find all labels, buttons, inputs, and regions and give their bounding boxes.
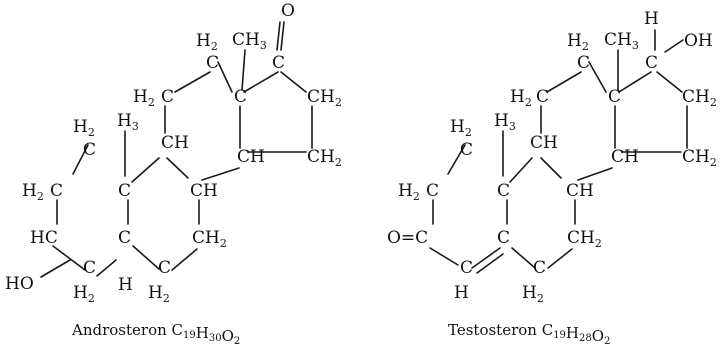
atom-label: H2 bbox=[73, 117, 95, 139]
atom-label: C bbox=[118, 181, 131, 201]
atom-label: C bbox=[272, 53, 285, 73]
atom-label: C bbox=[608, 87, 621, 107]
atom-label: C bbox=[497, 181, 510, 201]
testosteron-caption: Testosteron C19H28O2 bbox=[448, 321, 610, 345]
atom-label: O=C bbox=[387, 228, 428, 248]
atom-label: C bbox=[536, 87, 549, 107]
atom-label: CH2 bbox=[307, 87, 342, 109]
atom-label: CH2 bbox=[307, 147, 342, 169]
atom-label: H bbox=[644, 9, 659, 29]
atom-label: C bbox=[118, 228, 131, 248]
atom-label: H2 bbox=[73, 283, 95, 305]
atom-label: H2 bbox=[398, 181, 420, 203]
atom-label: H bbox=[118, 275, 133, 295]
atom-label: C bbox=[158, 258, 171, 278]
atom-label: C bbox=[460, 258, 473, 278]
atom-label: C bbox=[83, 140, 96, 160]
atom-label: H2 bbox=[148, 283, 170, 305]
atom-label: HC bbox=[30, 228, 58, 248]
atom-label: C bbox=[460, 140, 473, 160]
atom-label: CH2 bbox=[682, 147, 717, 169]
atom-label: O bbox=[281, 1, 295, 21]
atom-label: CH2 bbox=[682, 87, 717, 109]
atom-label: CH bbox=[190, 181, 218, 201]
atom-label: H2 bbox=[522, 283, 544, 305]
atom-label: H2 bbox=[510, 87, 532, 109]
atom-label: H2 bbox=[133, 87, 155, 109]
atom-label: C bbox=[234, 87, 247, 107]
atom-label: CH bbox=[161, 133, 189, 153]
atom-label: C bbox=[83, 258, 96, 278]
atom-label: OH bbox=[684, 31, 713, 51]
atom-label: H3 bbox=[494, 111, 516, 133]
atom-label: C bbox=[497, 228, 510, 248]
atom-label: CH bbox=[611, 147, 639, 167]
bond-lines bbox=[40, 21, 688, 278]
atom-label: H2 bbox=[196, 31, 218, 53]
atom-label: H3 bbox=[117, 111, 139, 133]
atom-label: H2 bbox=[22, 181, 44, 203]
atom-label: CH3 bbox=[232, 30, 267, 52]
atom-label: HO bbox=[5, 274, 34, 294]
atom-label: C bbox=[161, 87, 174, 107]
atom-label: CH3 bbox=[604, 30, 639, 52]
atom-label: CH2 bbox=[567, 228, 602, 250]
atom-label: H2 bbox=[450, 117, 472, 139]
atom-label: C bbox=[426, 181, 439, 201]
atom-label: C bbox=[206, 53, 219, 73]
atom-label: CH bbox=[566, 181, 594, 201]
atom-label: CH bbox=[237, 147, 265, 167]
atom-label: H2 bbox=[567, 31, 589, 53]
atom-label: C bbox=[50, 181, 63, 201]
atom-label: C bbox=[577, 53, 590, 73]
atom-label: H bbox=[454, 283, 469, 303]
atom-label: C bbox=[645, 53, 658, 73]
atom-label: C bbox=[533, 258, 546, 278]
atom-label: CH bbox=[530, 133, 558, 153]
androsteron-caption: Androsteron C19H30O2 bbox=[71, 321, 240, 345]
atom-label: CH2 bbox=[192, 228, 227, 250]
